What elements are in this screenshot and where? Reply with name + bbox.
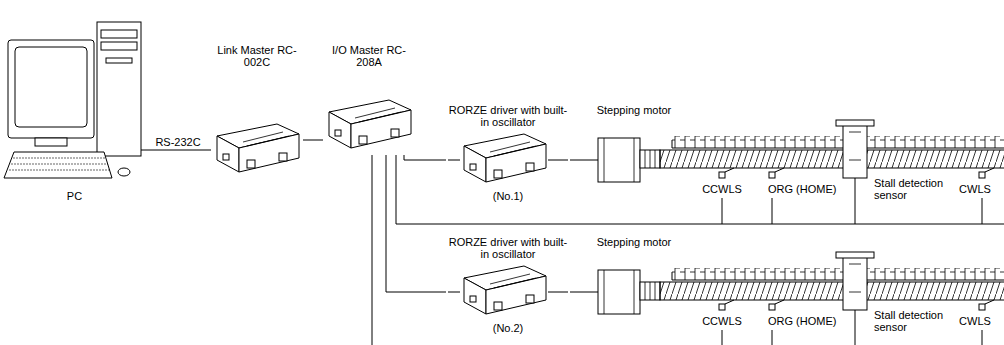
node-text: RORZE driver with built-in oscillator bbox=[446, 236, 570, 260]
cable bbox=[404, 155, 446, 160]
node-text: Link Master RC-002C bbox=[211, 44, 303, 68]
signal-wires bbox=[141, 150, 1004, 345]
driver-device bbox=[464, 266, 546, 314]
node-text: I/O Master RC-208A bbox=[323, 44, 415, 68]
keyboard-keys bbox=[9, 158, 110, 170]
io-master-device bbox=[329, 100, 411, 148]
wire bbox=[448, 292, 598, 293]
switch-label: CWLS bbox=[959, 315, 991, 327]
node-text: Stepping motor bbox=[597, 104, 672, 116]
monitor-stand bbox=[35, 138, 67, 146]
monitor bbox=[8, 40, 94, 138]
cable bbox=[303, 140, 323, 141]
node-text: (No.1) bbox=[493, 190, 524, 202]
wire bbox=[372, 155, 373, 345]
driver-node: RORZE driver with built-in oscillator (No… bbox=[446, 236, 570, 334]
link-master-device bbox=[217, 124, 299, 172]
monitor-screen bbox=[15, 47, 87, 127]
linear-axis bbox=[598, 252, 1004, 314]
wire bbox=[448, 160, 598, 161]
node-text: Stepping motor bbox=[597, 236, 672, 248]
switch-label: CWLS bbox=[959, 183, 991, 195]
node-text: PC bbox=[67, 190, 82, 202]
keyboard bbox=[4, 152, 112, 178]
motor-node: Stepping motor bbox=[588, 104, 680, 184]
drive-slot bbox=[106, 58, 132, 63]
switch-label: ORG (HOME) bbox=[768, 315, 836, 327]
pc-tower bbox=[97, 22, 141, 156]
sensor-wire bbox=[722, 178, 982, 224]
sensor-label: Stall detection sensor bbox=[874, 309, 958, 333]
computer-node: PC bbox=[4, 20, 145, 202]
motor-node: Stepping motor bbox=[588, 236, 680, 316]
io-master-node: I/O Master RC-208A bbox=[323, 44, 415, 155]
pc-illustration bbox=[4, 22, 141, 178]
cable bbox=[386, 155, 446, 292]
switch-label: CCWLS bbox=[702, 315, 742, 327]
wire bbox=[141, 150, 145, 151]
cable bbox=[145, 150, 211, 151]
node-text: (No.2) bbox=[493, 322, 524, 334]
sensor-bus bbox=[396, 155, 1004, 224]
switch-label: CCWLS bbox=[702, 183, 742, 195]
mouse bbox=[118, 168, 130, 176]
sensor-label: Stall detection sensor bbox=[874, 177, 958, 201]
drive-bay bbox=[101, 42, 137, 50]
node-text: RORZE driver with built-in oscillator bbox=[446, 104, 570, 128]
cable bbox=[570, 160, 588, 161]
switch-label: ORG (HOME) bbox=[768, 183, 836, 195]
link-master-node: Link Master RC-002C bbox=[211, 44, 303, 180]
sensor-wire bbox=[722, 310, 982, 345]
driver-node: RORZE driver with built-in oscillator (No… bbox=[446, 104, 570, 202]
cable-label: RS-232C bbox=[153, 136, 202, 148]
cable bbox=[570, 292, 588, 293]
driver-device bbox=[464, 134, 546, 182]
linear-axis bbox=[598, 120, 1004, 182]
drive-bay bbox=[101, 30, 137, 38]
